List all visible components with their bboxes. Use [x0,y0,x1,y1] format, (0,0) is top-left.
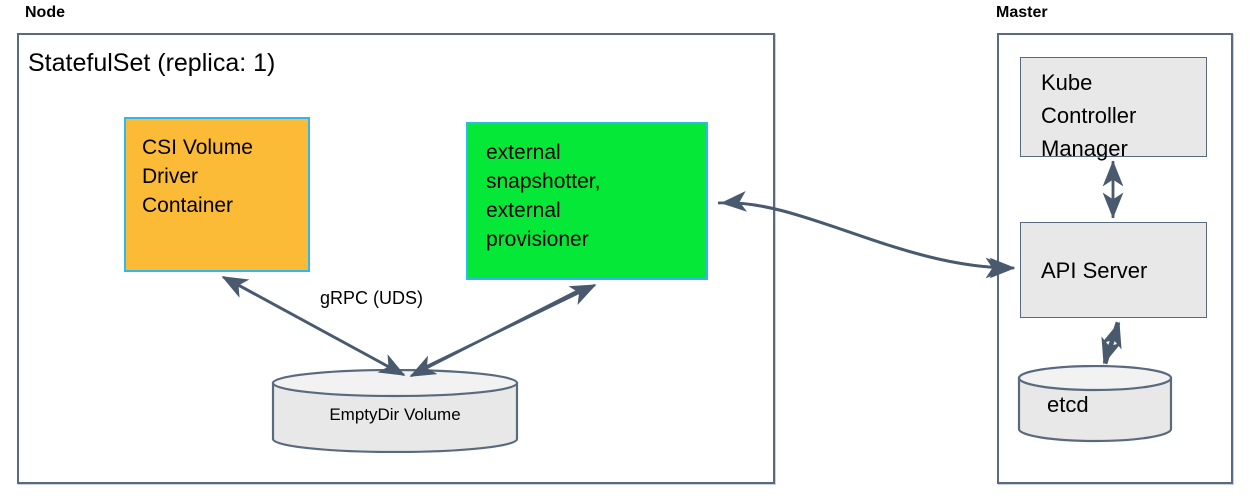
etcd-label: etcd [1047,392,1089,417]
api-server-label: API Server [1041,257,1148,283]
kube-controller-manager-box[interactable]: Kube Controller Manager [1020,57,1207,161]
master-panel-label: Master [996,4,1048,21]
grpc-uds-edge-label: gRPC (UDS) [320,288,424,308]
api-server-box[interactable]: API Server [1020,222,1207,318]
etcd-cylinder[interactable]: etcd [1017,364,1173,443]
node-panel-label: Node [25,4,65,21]
csi-volume-driver-container-label: CSI Volume Driver Container [142,136,253,217]
emptydir-volume-cylinder[interactable]: EmptyDir Volume [271,368,519,454]
csi-volume-driver-container-box[interactable]: CSI Volume Driver Container [124,117,310,272]
statefulset-title: StatefulSet (replica: 1) [28,49,276,77]
external-controllers-label: external snapshotter, external provision… [486,141,601,251]
kube-controller-manager-label: Kube Controller Manager [1041,70,1137,161]
emptydir-volume-label: EmptyDir Volume [329,405,461,424]
cylinder-shape [1017,364,1173,443]
external-controllers-box[interactable]: external snapshotter, external provision… [466,122,708,280]
